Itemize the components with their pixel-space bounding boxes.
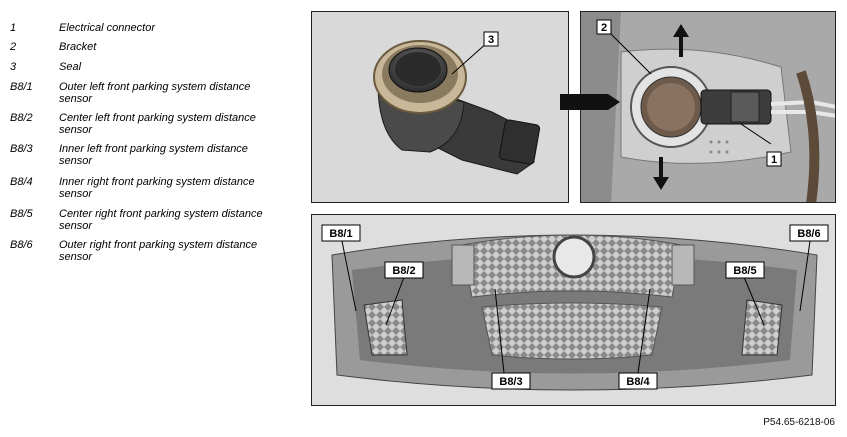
callout-b8-6-label: B8/6 (797, 228, 820, 240)
callout-b8-5-label: B8/5 (733, 265, 756, 277)
callout-2-box (596, 19, 612, 35)
sensor-illustration: 3 (373, 31, 541, 175)
legend-text: Bracket (59, 41, 97, 53)
legend-item-b8-6: B8/6 Outer right front parking system di… (10, 239, 269, 263)
legend-key: 2 (10, 41, 17, 53)
legend-key: 3 (10, 61, 17, 73)
bumper-photo-panel: B8/1 B8/2 B8/3 B8/4 B8/5 B8/6 (311, 214, 836, 406)
legend-text: Outer right front parking system distanc… (59, 239, 258, 263)
legend-item-b8-5: B8/5 Center right front parking system d… (10, 208, 269, 232)
mounting-photo-panel: 2 1 (580, 11, 836, 203)
legend-key: B8/6 (10, 239, 33, 251)
legend-item-b8-1: B8/1 Outer left front parking system dis… (10, 81, 269, 105)
legend-text: Inner right front parking system distanc… (59, 176, 255, 200)
legend-item-1: 1 Electrical connector (10, 22, 269, 34)
legend-item-2: 2 Bracket (10, 41, 269, 53)
legend-text: Inner left front parking system distance… (59, 143, 248, 167)
legend-text: Center right front parking system distan… (59, 208, 263, 232)
legend-text: Electrical connector (59, 22, 155, 34)
callout-b8-3-label: B8/3 (499, 376, 522, 388)
legend-text: Outer left front parking system distance… (59, 81, 251, 105)
bumper-illustration: B8/1 B8/2 B8/3 B8/4 B8/5 B8/6 (321, 224, 829, 391)
legend-key: 1 (10, 22, 17, 34)
callout-b8-2-box (384, 261, 424, 279)
callout-3-box (483, 31, 499, 47)
callout-b8-2-label: B8/2 (392, 265, 415, 277)
inset-pointer (560, 94, 620, 110)
legend-item-3: 3 Seal (10, 61, 269, 73)
sensor-photo-panel: 3 (311, 11, 569, 203)
callout-b8-4-box (618, 372, 658, 390)
callout-b8-5-box (725, 261, 765, 279)
legend-item-b8-3: B8/3 Inner left front parking system dis… (10, 143, 269, 167)
legend-key: B8/1 (10, 81, 33, 93)
legend-item-b8-4: B8/4 Inner right front parking system di… (10, 176, 269, 200)
legend-key: B8/4 (10, 176, 33, 188)
legend-key: B8/5 (10, 208, 33, 220)
callout-b8-1-label: B8/1 (329, 228, 352, 240)
mounting-illustration: 2 1 (581, 12, 835, 202)
legend-key: B8/2 (10, 112, 33, 124)
figure-id: P54.65-6218-06 (763, 417, 835, 428)
callout-3-label: 3 (488, 34, 494, 46)
legend-text: Seal (59, 61, 82, 73)
callout-b8-1-box (321, 224, 361, 242)
callout-b8-6-box (789, 224, 829, 242)
legend-key: B8/3 (10, 143, 33, 155)
legend-item-b8-2: B8/2 Center left front parking system di… (10, 112, 269, 136)
callout-b8-4-label: B8/4 (626, 376, 650, 388)
callout-b8-3-box (491, 372, 531, 390)
callout-1-box (766, 151, 782, 167)
callout-1-label: 1 (771, 154, 777, 166)
callout-2-label: 2 (601, 22, 607, 34)
legend-text: Center left front parking system distanc… (59, 112, 256, 136)
